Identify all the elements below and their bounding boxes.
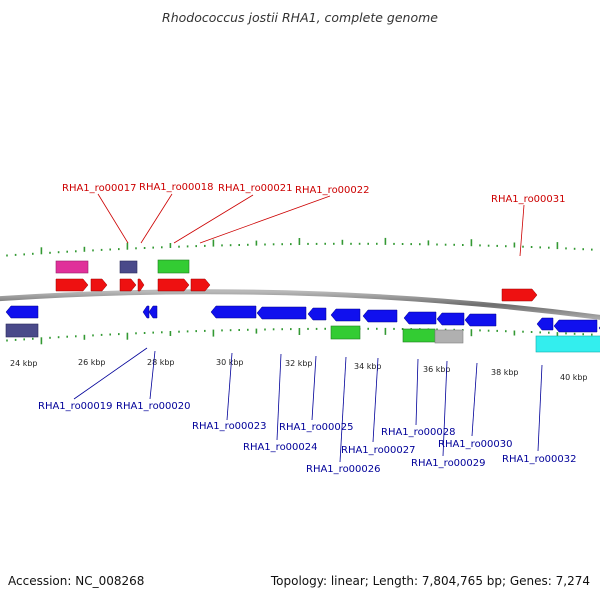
gene-arrow-ro00028[interactable] — [403, 311, 437, 325]
axis-label-36: 36 kbp — [423, 365, 451, 374]
feature-block-slate[interactable] — [119, 260, 138, 274]
gene-arrow-ro00022[interactable] — [190, 278, 211, 292]
forward-leader-lines — [97, 193, 525, 257]
genome-backbone — [0, 289, 600, 320]
feature-block-green-lower-2[interactable] — [402, 328, 436, 343]
axis-label-30: 30 kbp — [216, 358, 244, 367]
feature-block-grey[interactable] — [434, 329, 464, 344]
gene-arrow-ro00018-b[interactable] — [137, 278, 145, 292]
axis-label-38: 38 kbp — [491, 368, 519, 377]
gene-arrow-ro00027[interactable] — [362, 309, 398, 323]
feature-block-green[interactable] — [157, 259, 190, 274]
gene-label-ro00027[interactable]: RHA1_ro00027 — [341, 445, 416, 456]
gene-label-ro00023[interactable]: RHA1_ro00023 — [192, 421, 267, 432]
gene-arrow-ro00030[interactable] — [464, 313, 497, 327]
gene-label-ro00026[interactable]: RHA1_ro00026 — [306, 464, 381, 475]
gene-arrow-ro00032-a[interactable] — [536, 317, 554, 331]
feature-block-cyan[interactable] — [535, 335, 600, 353]
gene-label-ro00018[interactable]: RHA1_ro00018 — [139, 182, 214, 193]
reverse-leader-lines — [73, 347, 543, 463]
gene-arrow-ro00021[interactable] — [157, 278, 190, 292]
gene-arrow-ro00017-b[interactable] — [90, 278, 108, 292]
gene-arrow-ro00017-a[interactable] — [55, 278, 89, 292]
gene-arrow-ro00023[interactable] — [210, 305, 257, 319]
gene-arrow-ro00031[interactable] — [501, 288, 538, 302]
gene-label-ro00024[interactable]: RHA1_ro00024 — [243, 442, 318, 453]
gene-label-ro00030[interactable]: RHA1_ro00030 — [438, 439, 513, 450]
gene-label-ro00028[interactable]: RHA1_ro00028 — [381, 427, 456, 438]
feature-block-green-lower[interactable] — [330, 325, 361, 340]
axis-label-34: 34 kbp — [354, 362, 382, 371]
axis-labels: 24 kbp 26 kbp 28 kbp 30 kbp 32 kbp 34 kb… — [10, 358, 588, 382]
gene-label-ro00020[interactable]: RHA1_ro00020 — [116, 401, 191, 412]
gene-arrow-ro00024[interactable] — [256, 306, 307, 320]
feature-block-magenta[interactable] — [55, 260, 89, 274]
gene-label-ro00019[interactable]: RHA1_ro00019 — [38, 401, 113, 412]
gene-arrow-ro00020-b[interactable] — [148, 305, 158, 319]
gene-label-ro00031[interactable]: RHA1_ro00031 — [491, 194, 566, 205]
gene-label-ro00029[interactable]: RHA1_ro00029 — [411, 458, 486, 469]
axis-label-40: 40 kbp — [560, 373, 588, 382]
gene-arrow-ro00032-b[interactable] — [553, 319, 598, 333]
reverse-gene-labels: RHA1_ro00019 RHA1_ro00020 RHA1_ro00023 R… — [38, 401, 577, 475]
map-title: Rhodococcus jostii RHA1, complete genome — [162, 10, 438, 25]
gene-arrow-ro00026[interactable] — [330, 308, 361, 322]
reverse-features — [5, 305, 600, 353]
axis-label-32: 32 kbp — [285, 359, 313, 368]
gene-arrow-ro00020-a[interactable] — [142, 305, 150, 319]
gene-label-ro00017[interactable]: RHA1_ro00017 — [62, 183, 137, 194]
gene-label-ro00022[interactable]: RHA1_ro00022 — [295, 185, 370, 196]
gene-label-ro00025[interactable]: RHA1_ro00025 — [279, 422, 354, 433]
gene-arrow-ro00019-a[interactable] — [5, 305, 39, 319]
forward-gene-labels: RHA1_ro00017 RHA1_ro00018 RHA1_ro00021 R… — [62, 182, 566, 205]
forward-features — [55, 259, 538, 302]
axis-label-26: 26 kbp — [78, 358, 106, 367]
genome-summary-text: Topology: linear; Length: 7,804,765 bp; … — [270, 574, 590, 588]
upper-tick-row — [6, 237, 593, 257]
gene-label-ro00032[interactable]: RHA1_ro00032 — [502, 454, 577, 465]
gene-arrow-ro00029[interactable] — [436, 312, 465, 326]
gene-label-ro00021[interactable]: RHA1_ro00021 — [218, 183, 293, 194]
gene-arrow-ro00018[interactable] — [119, 278, 137, 292]
accession-text: Accession: NC_008268 — [8, 574, 145, 588]
lower-tick-row — [6, 327, 593, 345]
axis-label-28: 28 kbp — [147, 358, 175, 367]
axis-label-24: 24 kbp — [10, 359, 38, 368]
feature-block-slate-lower[interactable] — [5, 323, 39, 338]
gene-arrow-ro00025[interactable] — [307, 307, 327, 321]
